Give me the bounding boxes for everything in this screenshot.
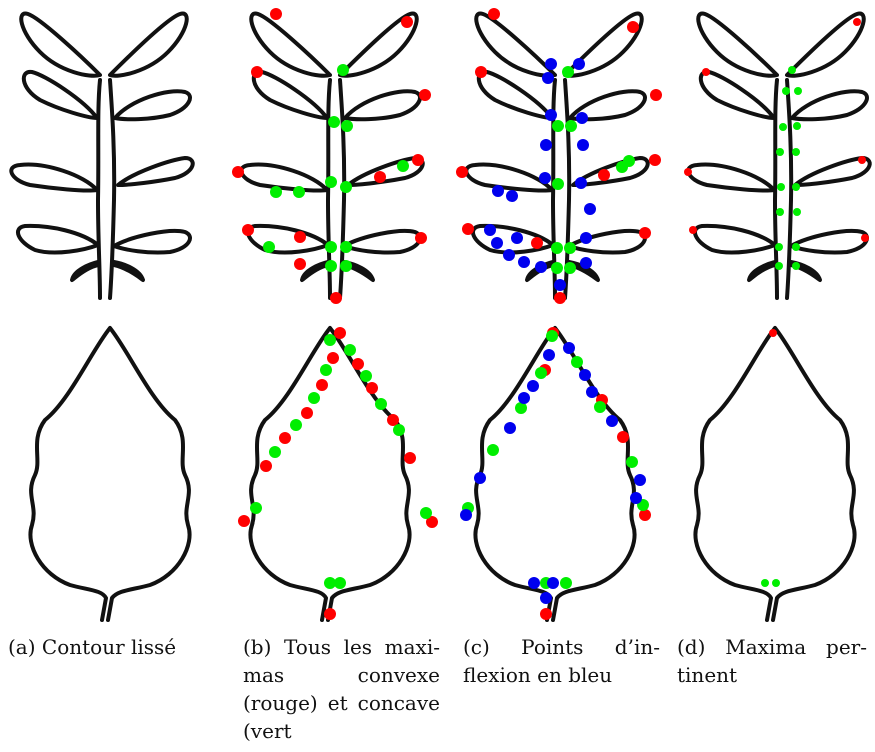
panel-a-bottom-contour [28, 326, 192, 622]
panel-c-inflection-points [460, 58, 646, 604]
panel-b-concave-maxima [250, 64, 432, 589]
panel-c-top-contour [464, 11, 650, 301]
caption-c: (c) Points d’in- flexion en bleu [463, 635, 660, 687]
panel-b-convex-maxima [232, 8, 438, 620]
caption-d: (d) Maxima per- tinent [677, 635, 867, 687]
caption-a: (a) Contour lissé [8, 635, 177, 659]
panel-a-top-contour [9, 11, 195, 301]
panel-c-convex-maxima [456, 8, 662, 620]
panel-b-top-contour [239, 11, 425, 301]
panel-d-bottom-contour [693, 326, 857, 622]
panel-c-bottom-contour [473, 326, 637, 622]
panel-d-pertinent-concave-maxima [761, 66, 802, 587]
caption-b: (b) Tous les maxi- mas convexe (rouge) e… [243, 635, 440, 743]
leaf-contour-figure [9, 8, 872, 622]
panel-d-pertinent-convex-maxima [684, 18, 869, 337]
